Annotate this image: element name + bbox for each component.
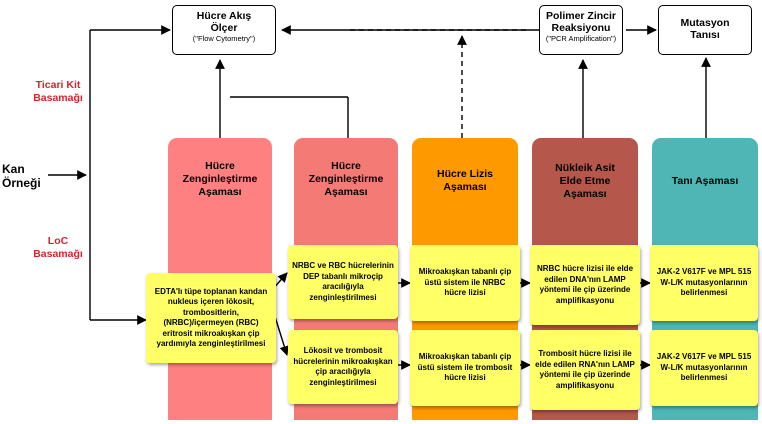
pcr-title-2: Reaksiyonu: [551, 22, 611, 34]
note-dna-text: NRBC hücre lizisi ile elde edilen DNA'nı…: [536, 264, 634, 305]
s5-line-1: Tanı Aşaması: [671, 175, 739, 187]
blood-sample-label: Kan Örneği: [2, 162, 48, 190]
pcr-box: Polimer Zincir Reaksiyonu ("PCR Amplific…: [539, 5, 623, 55]
blood-line-1: Kan: [2, 162, 25, 176]
note-jak1-text: JAK-2 V617F ve MPL 515 W-L/K mutasyonlar…: [656, 267, 752, 298]
note-lyse-trom-text: Mikroakışkan tabanlı çip üstü sistem ile…: [417, 352, 513, 383]
pcr-title-1: Polimer Zincir: [545, 10, 617, 22]
note-mutation-detection-1: JAK-2 V617F ve MPL 515 W-L/K mutasyonlar…: [650, 245, 758, 321]
note-dep-enrichment: NRBC ve RBC hücrelerinin DEP tabanlı mik…: [288, 245, 398, 319]
note-platelet-lysis: Mikroakışkan tabanlı çip üstü sistem ile…: [410, 330, 520, 406]
kit-line-2: Basamağı: [33, 92, 83, 104]
s1-line-1: Hücre: [205, 160, 235, 172]
flow-subtitle: ("Flow Cytometry"): [192, 34, 256, 43]
flow-cytometry-box: Hücre Akış Ölçer ("Flow Cytometry"): [172, 5, 276, 55]
note-lok-text: Lökosit ve trombosit hücrelerinin mikroa…: [293, 346, 393, 387]
s4-line-2: Elde Etme: [559, 175, 611, 187]
blood-line-2: Örneği: [2, 176, 41, 190]
s3-line-2: Aşaması: [443, 181, 487, 193]
s1-line-3: Aşaması: [198, 186, 242, 198]
note-mutation-detection-2: JAK-2 V617F ve MPL 515 W-L/K mutasyonlar…: [650, 330, 758, 406]
s2-line-3: Aşaması: [324, 186, 368, 198]
note-jak2-text: JAK-2 V617F ve MPL 515 W-L/K mutasyonlar…: [656, 352, 752, 383]
note-rna-text: Trombosit hücre lizisi ile elde edilen R…: [535, 349, 635, 390]
s4-line-1: Nükleik Asit: [555, 162, 615, 174]
note-leukocyte-enrichment: Lökosit ve trombosit hücrelerinin mikroa…: [288, 330, 398, 404]
note-nrbc-lysis: Mikroakışkan tabanlı çip üstü sistem ile…: [410, 245, 520, 321]
loc-line-2: Basamağı: [33, 248, 83, 260]
loc-step-label: LoC Basamağı: [28, 235, 88, 261]
flow-title-1: Hücre Akış: [196, 10, 252, 22]
flow-title-2: Ölçer: [210, 22, 238, 34]
dx-title-2: Tanısı: [690, 29, 720, 41]
loc-line-1: LoC: [47, 235, 69, 247]
kit-line-1: Ticari Kit: [35, 79, 81, 91]
note-edta-enrichment: EDTA'lı tüpe toplanan kandan nukleus içe…: [146, 273, 276, 363]
s2-line-2: Zenginleştirme: [308, 173, 384, 185]
s3-line-1: Hücre Lizis: [436, 168, 494, 180]
s2-line-1: Hücre: [331, 160, 361, 172]
kit-step-label: Ticari Kit Basamağı: [28, 79, 88, 105]
mutation-diagnosis-box: Mutasyon Tanısı: [658, 5, 752, 55]
note-rna-amplification: Trombosit hücre lizisi ile elde edilen R…: [530, 330, 640, 410]
s1-line-2: Zenginleştirme: [182, 173, 258, 185]
pcr-subtitle: ("PCR Amplification"): [545, 34, 617, 43]
note-edta-text: EDTA'lı tüpe toplanan kandan nukleus içe…: [154, 286, 268, 349]
s4-line-3: Aşaması: [563, 188, 607, 200]
note-dep-text: NRBC ve RBC hücrelerinin DEP tabanlı mik…: [292, 261, 394, 302]
dx-title-1: Mutasyon: [680, 17, 730, 29]
note-dna-amplification: NRBC hücre lizisi ile elde edilen DNA'nı…: [530, 245, 640, 325]
note-lyse-nrbc-text: Mikroakışkan tabanlı çip üstü sistem ile…: [418, 267, 512, 298]
